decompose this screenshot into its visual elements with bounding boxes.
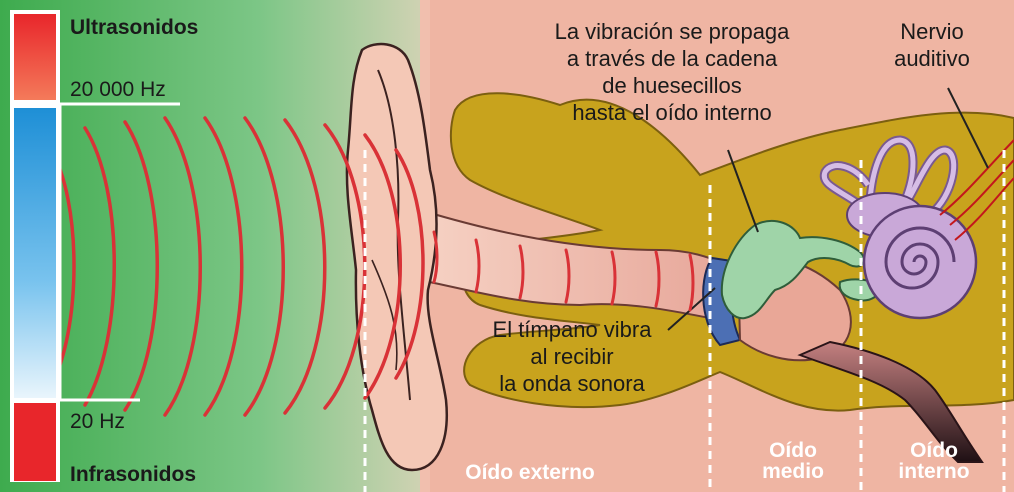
section-line: interno <box>878 461 990 482</box>
upper-frequency-label: 20 000 Hz <box>70 78 166 102</box>
lower-frequency-label: 20 Hz <box>70 410 125 434</box>
cochlea <box>864 206 976 318</box>
annotation-line: la onda sonora <box>462 370 682 397</box>
section-line: medio <box>738 461 848 482</box>
audible-band <box>14 108 56 398</box>
annotation-line: auditivo <box>872 45 992 72</box>
outer-ear-label: Oído externo <box>440 462 620 483</box>
annotation-line: hasta el oído interno <box>522 99 822 126</box>
annotation-line: Nervio <box>872 18 992 45</box>
annotation-line: La vibración se propaga <box>522 18 822 45</box>
ultrasound-label: Ultrasonidos <box>70 16 198 40</box>
section-line: Oído <box>878 440 990 461</box>
annotation-line: El tímpano vibra <box>462 316 682 343</box>
inner-ear-label: Oído interno <box>878 440 990 482</box>
middle-ear-label: Oído medio <box>738 440 848 482</box>
ossicles-annotation: La vibración se propaga a través de la c… <box>522 18 822 126</box>
ultrasound-band <box>14 14 56 100</box>
nerve-annotation: Nervio auditivo <box>872 18 992 72</box>
annotation-line: al recibir <box>462 343 682 370</box>
section-line: Oído <box>738 440 848 461</box>
annotation-line: de huesecillos <box>522 72 822 99</box>
infrasound-band <box>14 403 56 481</box>
annotation-line: a través de la cadena <box>522 45 822 72</box>
infrasound-label: Infrasonidos <box>70 463 196 487</box>
eardrum-annotation: El tímpano vibra al recibir la onda sono… <box>462 316 682 397</box>
